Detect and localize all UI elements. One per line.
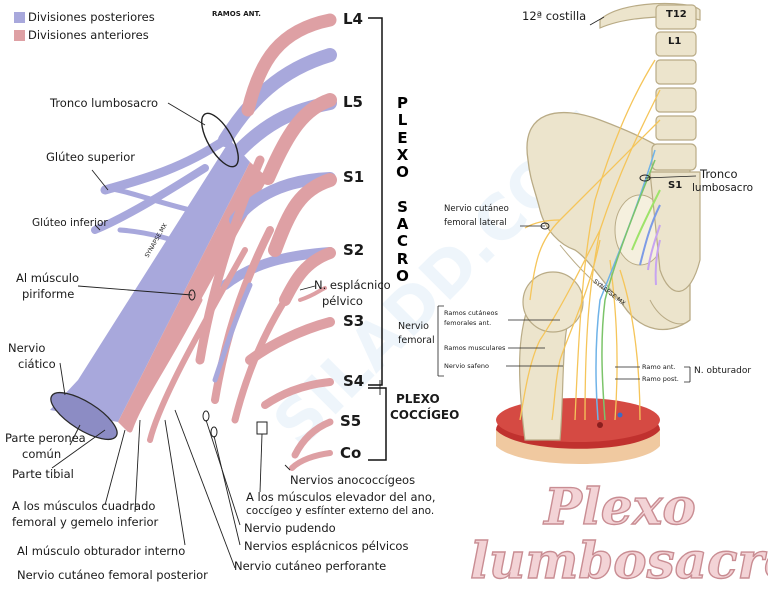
title-line-1: Plexo bbox=[544, 477, 697, 536]
label-ramo-ant: Ramo ant. bbox=[642, 363, 676, 371]
root-s4: S4 bbox=[343, 372, 365, 390]
label-nervio-femoral-2: femoral bbox=[398, 335, 435, 346]
root-s3: S3 bbox=[343, 312, 365, 330]
tronco-ellipse bbox=[201, 112, 239, 168]
plexo-sacro-letter bbox=[395, 181, 411, 198]
label-gluteo-inferior: Glúteo inferior bbox=[32, 217, 108, 229]
spine bbox=[599, 2, 701, 292]
label-tronco-right-2: lumbosacro bbox=[692, 182, 754, 194]
legend-label-posterior: Divisiones posteriores bbox=[28, 10, 155, 24]
plexo-sacro-letter: X bbox=[396, 145, 410, 164]
plexo-coccigeo-line2: COCCÍGEO bbox=[390, 408, 460, 422]
label-nervio-safeno: Nervio safeno bbox=[444, 362, 489, 370]
label-ramos-musculares: Ramos musculares bbox=[444, 344, 506, 352]
cutaneo-marker-right bbox=[540, 222, 550, 230]
label-piriforme-1: Al músculo bbox=[16, 271, 80, 285]
label-nervio-femoral-1: Nervio bbox=[398, 321, 429, 332]
plexo-sacro-letter: E bbox=[397, 128, 409, 147]
legend-swatch-posterior bbox=[14, 12, 25, 23]
label-elevador-1: A los músculos elevador del ano, bbox=[246, 490, 436, 504]
sacral-nerves-right bbox=[631, 189, 661, 286]
leader-lines-left bbox=[51, 102, 381, 569]
obturador-nerve bbox=[595, 149, 656, 421]
root-s5: S5 bbox=[340, 412, 362, 430]
marker-2 bbox=[210, 426, 218, 438]
root-l4: L4 bbox=[343, 10, 363, 28]
label-anococcigeos: Nervios anococcígeos bbox=[290, 473, 416, 487]
label-cutaneo-lateral-2: femoral lateral bbox=[444, 218, 507, 228]
marker-1 bbox=[202, 410, 210, 422]
label-gluteo-superior: Glúteo superior bbox=[46, 150, 136, 164]
plexo-sacro-letter: C bbox=[396, 232, 409, 251]
label-cutaneo-femoral-posterior: Nervio cutáneo femoral posterior bbox=[17, 568, 208, 582]
label-esplacnicos-pelvicos: Nervios esplácnicos pélvicos bbox=[244, 539, 409, 553]
ramos-ant-label: RAMOS ANT. bbox=[212, 10, 261, 18]
label-ramo-post: Ramo post. bbox=[642, 375, 679, 383]
anterior-divisions bbox=[127, 13, 337, 471]
label-cuadrado-1: A los músculos cuadrado bbox=[12, 499, 156, 513]
label-esplacnico-1: N. esplácnico bbox=[314, 278, 391, 292]
label-piriforme-2: piriforme bbox=[22, 287, 75, 301]
plexo-sacro-bracket bbox=[368, 17, 383, 386]
plexo-sacro-letter: S bbox=[397, 197, 409, 216]
plexo-coccigeo-bracket bbox=[368, 387, 387, 461]
label-elevador-2: coccígeo y esfínter externo del ano. bbox=[246, 505, 435, 517]
label-cuadrado-2: femoral y gemelo inferior bbox=[12, 515, 159, 529]
label-s1-right: S1 bbox=[668, 180, 683, 191]
plexo-sacro-letter: L bbox=[397, 111, 409, 130]
root-l5: L5 bbox=[343, 93, 363, 111]
title-line-2: lumbosacro bbox=[469, 531, 768, 590]
posterior-threads bbox=[212, 282, 253, 383]
femoral-branches bbox=[519, 59, 661, 421]
label-cutaneo-perforante: Nervio cutáneo perforante bbox=[234, 559, 387, 573]
label-peronea-2: común bbox=[22, 447, 62, 461]
label-ramos-cutaneos-1: Ramos cutáneos bbox=[444, 309, 498, 317]
label-n-obturador: N. obturador bbox=[694, 366, 752, 376]
label-tibial: Parte tibial bbox=[12, 467, 74, 481]
plexo-sacro-letter: A bbox=[396, 215, 410, 234]
sciatic-nerve-trunk bbox=[50, 140, 268, 441]
label-12-costilla: 12ª costilla bbox=[522, 9, 587, 23]
thigh-section bbox=[496, 398, 660, 464]
legend-swatch-anterior bbox=[14, 30, 25, 41]
tronco-marker-right bbox=[639, 174, 651, 182]
label-tronco-lumbosacro: Tronco lumbosacro bbox=[50, 96, 159, 110]
plexo-sacro-letter: O bbox=[396, 266, 410, 285]
label-l1: L1 bbox=[668, 36, 682, 47]
label-peronea-1: Parte peronea bbox=[5, 431, 86, 445]
root-co: Co bbox=[340, 444, 362, 462]
plexo-sacro-letter: O bbox=[396, 163, 410, 182]
label-cutaneo-lateral-1: Nervio cutáneo bbox=[444, 204, 509, 214]
marker-box bbox=[256, 421, 268, 435]
label-ciatico-1: Nervio bbox=[8, 341, 46, 355]
leader-lines-right bbox=[437, 16, 697, 383]
legend-label-anterior: Divisiones anteriores bbox=[28, 28, 149, 42]
plexo-coccigeo-line1: PLEXO bbox=[396, 392, 440, 406]
label-t12: T12 bbox=[666, 9, 687, 20]
label-obturador-interno: Al músculo obturador interno bbox=[17, 544, 186, 558]
label-pudendo: Nervio pudendo bbox=[244, 521, 336, 535]
label-ciatico-2: ciático bbox=[18, 357, 56, 371]
label-esplacnico-2: pélvico bbox=[322, 294, 363, 308]
plexo-sacro-letter: R bbox=[396, 249, 410, 268]
plexo-sacro-letter: P bbox=[397, 94, 409, 112]
label-tronco-right-1: Tronco bbox=[700, 167, 738, 181]
femur bbox=[518, 271, 584, 441]
label-ramos-cutaneos-2: femorales ant. bbox=[444, 319, 492, 327]
root-s2: S2 bbox=[343, 241, 365, 259]
root-s1: S1 bbox=[343, 168, 365, 186]
